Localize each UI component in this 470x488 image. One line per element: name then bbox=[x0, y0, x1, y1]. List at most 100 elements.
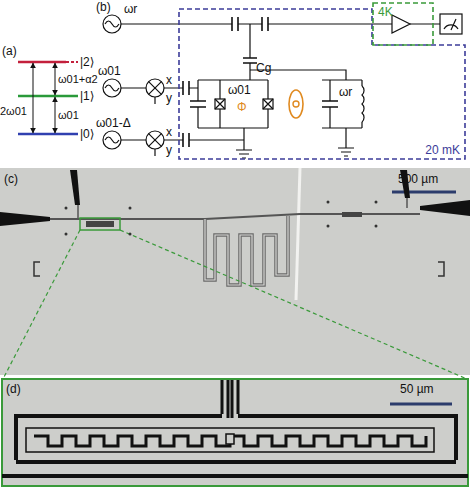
mixer-symbol bbox=[146, 131, 164, 149]
port-label: x bbox=[166, 125, 172, 139]
image-seam bbox=[296, 168, 300, 300]
sine bbox=[105, 21, 119, 27]
panel-label: (c) bbox=[4, 172, 18, 186]
capacitor-symbol bbox=[243, 58, 257, 63]
capacitor-symbol bbox=[190, 101, 206, 107]
level-0 bbox=[18, 133, 78, 136]
level-2-dashed bbox=[66, 61, 78, 63]
temperature-label: 4K bbox=[378, 5, 393, 19]
circle-shape bbox=[327, 201, 330, 204]
wire bbox=[154, 97, 155, 156]
panel-label: (d) bbox=[6, 382, 21, 396]
alignment-marks bbox=[65, 201, 378, 236]
stage-outline bbox=[178, 8, 466, 160]
meander-center bbox=[205, 216, 288, 285]
probe-pad bbox=[420, 200, 470, 216]
ground-symbol bbox=[236, 128, 252, 158]
source-symbol bbox=[103, 15, 121, 33]
mixer-symbol bbox=[146, 79, 164, 97]
circle-shape bbox=[65, 233, 68, 236]
level-1 bbox=[18, 95, 78, 98]
state-label: |0⟩ bbox=[80, 127, 94, 141]
transition-arrow bbox=[55, 63, 56, 95]
capacitor-label: Cg bbox=[256, 61, 271, 75]
transition-label: 2ω01 bbox=[0, 104, 27, 118]
circuit bbox=[103, 14, 462, 158]
capacitor-symbol bbox=[183, 81, 189, 147]
circle-shape bbox=[129, 207, 132, 210]
flux-coil bbox=[289, 90, 303, 118]
wire bbox=[322, 80, 362, 128]
amplifier-stage: 4K bbox=[372, 2, 434, 46]
transition-arrow bbox=[33, 63, 34, 133]
squid-symbol bbox=[226, 434, 234, 444]
mixer-cross bbox=[149, 82, 162, 95]
qubit-outline bbox=[26, 428, 434, 452]
sine bbox=[105, 137, 119, 143]
frequency-label: ω01 bbox=[228, 83, 251, 97]
state-label: |2⟩ bbox=[80, 55, 94, 69]
transition-label: ω01+α2 bbox=[58, 72, 98, 86]
zoom-box bbox=[80, 218, 120, 230]
port-label: y bbox=[166, 143, 172, 157]
panel-label: (a) bbox=[2, 44, 17, 58]
corner-marks bbox=[34, 262, 444, 276]
micrograph-ground bbox=[2, 379, 468, 486]
frequency-label: ωr bbox=[124, 2, 137, 16]
flux-coil-center bbox=[293, 101, 299, 107]
circle-shape bbox=[375, 225, 378, 228]
flux-label: Φ bbox=[237, 100, 247, 114]
junction-cross bbox=[263, 99, 273, 109]
junction-symbol bbox=[263, 99, 273, 109]
wire bbox=[121, 88, 146, 140]
junction-cross bbox=[215, 99, 225, 109]
panel-label: (b) bbox=[96, 0, 111, 14]
circle-shape bbox=[129, 233, 132, 236]
circle-shape bbox=[65, 207, 68, 210]
meter-symbol bbox=[440, 14, 462, 34]
meander-resonator bbox=[205, 216, 288, 285]
level-2 bbox=[18, 61, 66, 64]
wire bbox=[198, 80, 268, 128]
port-label: x bbox=[166, 73, 172, 87]
probe-tip bbox=[70, 170, 80, 205]
scale-label: 500 µm bbox=[398, 172, 438, 186]
scale-bar bbox=[392, 191, 456, 194]
meter-needle bbox=[444, 19, 458, 30]
ground-pocket bbox=[16, 460, 456, 464]
wire bbox=[250, 24, 346, 80]
cryostat-stage: 20 mK bbox=[178, 8, 466, 160]
coupling-stem bbox=[222, 380, 238, 418]
amplifier-symbol bbox=[392, 15, 410, 33]
scale-label: 50 µm bbox=[400, 382, 434, 396]
qubit-chip bbox=[342, 212, 362, 217]
micrograph-ground bbox=[0, 168, 470, 375]
feed-line bbox=[2, 474, 468, 478]
frequency-label: ω01-Δ bbox=[96, 116, 131, 130]
chip-micrograph bbox=[0, 168, 470, 379]
zoom-lines bbox=[3, 230, 467, 379]
ground-symbol bbox=[338, 128, 354, 156]
qubit-micrograph bbox=[2, 379, 468, 486]
transition-arrow bbox=[55, 97, 56, 133]
capacitor-symbol bbox=[322, 101, 338, 107]
frequency-label: ω01 bbox=[98, 64, 121, 78]
circle-shape bbox=[375, 201, 378, 204]
state-label: |1⟩ bbox=[80, 89, 94, 103]
mixer-cross bbox=[149, 134, 162, 147]
sine bbox=[105, 85, 119, 91]
frequency-label: ωr bbox=[339, 85, 352, 99]
energy-levels bbox=[18, 62, 78, 134]
source-symbol bbox=[103, 79, 121, 97]
bond-line bbox=[78, 198, 407, 219]
dashed-border bbox=[179, 9, 465, 159]
source-symbol bbox=[103, 131, 121, 149]
port-label: y bbox=[166, 91, 172, 105]
inductor-symbol bbox=[362, 86, 364, 122]
probe-pad bbox=[0, 212, 50, 226]
circle-shape bbox=[327, 225, 330, 228]
temperature-label: 20 mK bbox=[425, 143, 460, 157]
dashed-border bbox=[373, 3, 433, 45]
junction-symbol bbox=[215, 99, 225, 109]
